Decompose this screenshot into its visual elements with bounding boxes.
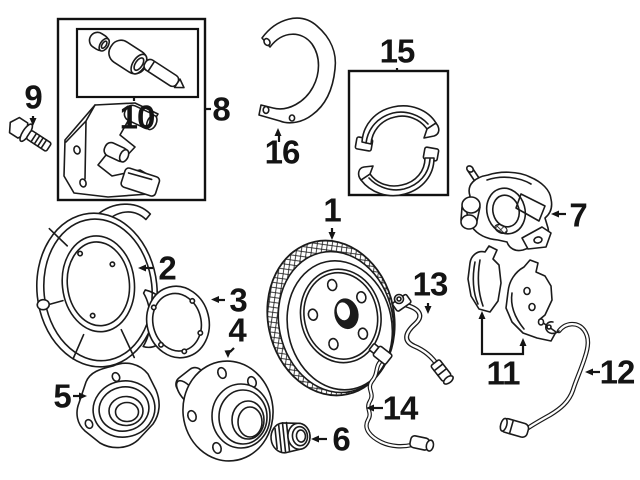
callout-13: 13 <box>412 265 449 303</box>
part-brake-caliper <box>460 165 553 252</box>
leader-lines <box>29 68 600 443</box>
callout-9: 9 <box>24 78 42 116</box>
part-shield-gasket <box>145 285 211 359</box>
callout-14: 14 <box>382 389 419 427</box>
callout-2: 2 <box>158 249 176 287</box>
part-box-parking-shoe-set <box>347 69 450 197</box>
callout-7: 7 <box>569 196 587 234</box>
part-wheel-bearing <box>76 362 160 449</box>
part-parking-brake-shoe <box>258 17 337 124</box>
part-lock-nut <box>270 421 311 454</box>
part-bracket-bolt <box>8 116 52 152</box>
part-brake-pads <box>467 245 557 342</box>
callout-10: 10 <box>119 98 156 136</box>
part-abs-speed-sensor <box>364 343 435 452</box>
part-pad-wear-sensor <box>499 321 591 438</box>
callout-8: 8 <box>212 90 230 128</box>
part-caliper-bracket <box>63 102 161 198</box>
callout-6: 6 <box>332 420 350 458</box>
part-splash-shield <box>35 203 171 368</box>
callout-5: 5 <box>53 377 71 415</box>
callout-15: 15 <box>379 32 416 70</box>
callout-4: 4 <box>228 311 246 349</box>
part-wheel-hub <box>175 360 274 462</box>
callout-1: 1 <box>323 191 341 229</box>
part-parking-shoes <box>354 105 440 197</box>
callout-3: 3 <box>229 281 247 319</box>
part-guide-pin-kit <box>88 31 185 89</box>
callout-11: 11 <box>486 354 521 392</box>
callout-12: 12 <box>599 353 636 391</box>
part-brake-rotor <box>266 239 396 397</box>
callout-16: 16 <box>264 133 301 171</box>
part-brake-hose <box>391 293 454 385</box>
